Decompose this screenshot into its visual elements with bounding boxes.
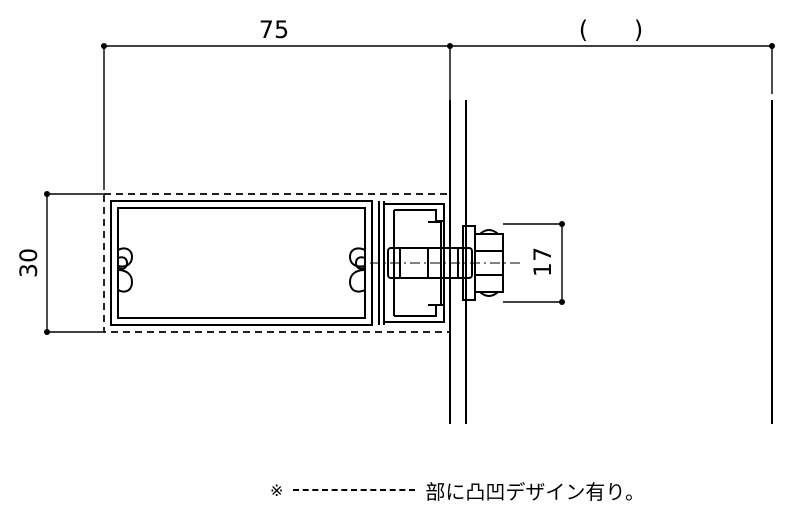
blank-width-label: ( ) bbox=[579, 16, 644, 44]
dashed-line-symbol bbox=[293, 489, 416, 491]
reference-mark: ※ bbox=[270, 480, 284, 500]
wall-panel-lines bbox=[449, 100, 773, 424]
height-dimension-label: 30 bbox=[15, 248, 43, 279]
bolt-dimension-label: 17 bbox=[529, 247, 557, 278]
bolt-dimension-line bbox=[503, 221, 565, 305]
design-note-text: 部に凸凹デザイン有り。 bbox=[425, 479, 646, 504]
design-note: ※ 部に凸凹デザイン有り。 bbox=[270, 474, 645, 506]
top-dimension-line bbox=[101, 43, 775, 196]
width-dimension-label: 75 bbox=[259, 16, 290, 44]
height-dimension-line bbox=[44, 191, 104, 335]
bolt-assembly bbox=[370, 225, 524, 301]
